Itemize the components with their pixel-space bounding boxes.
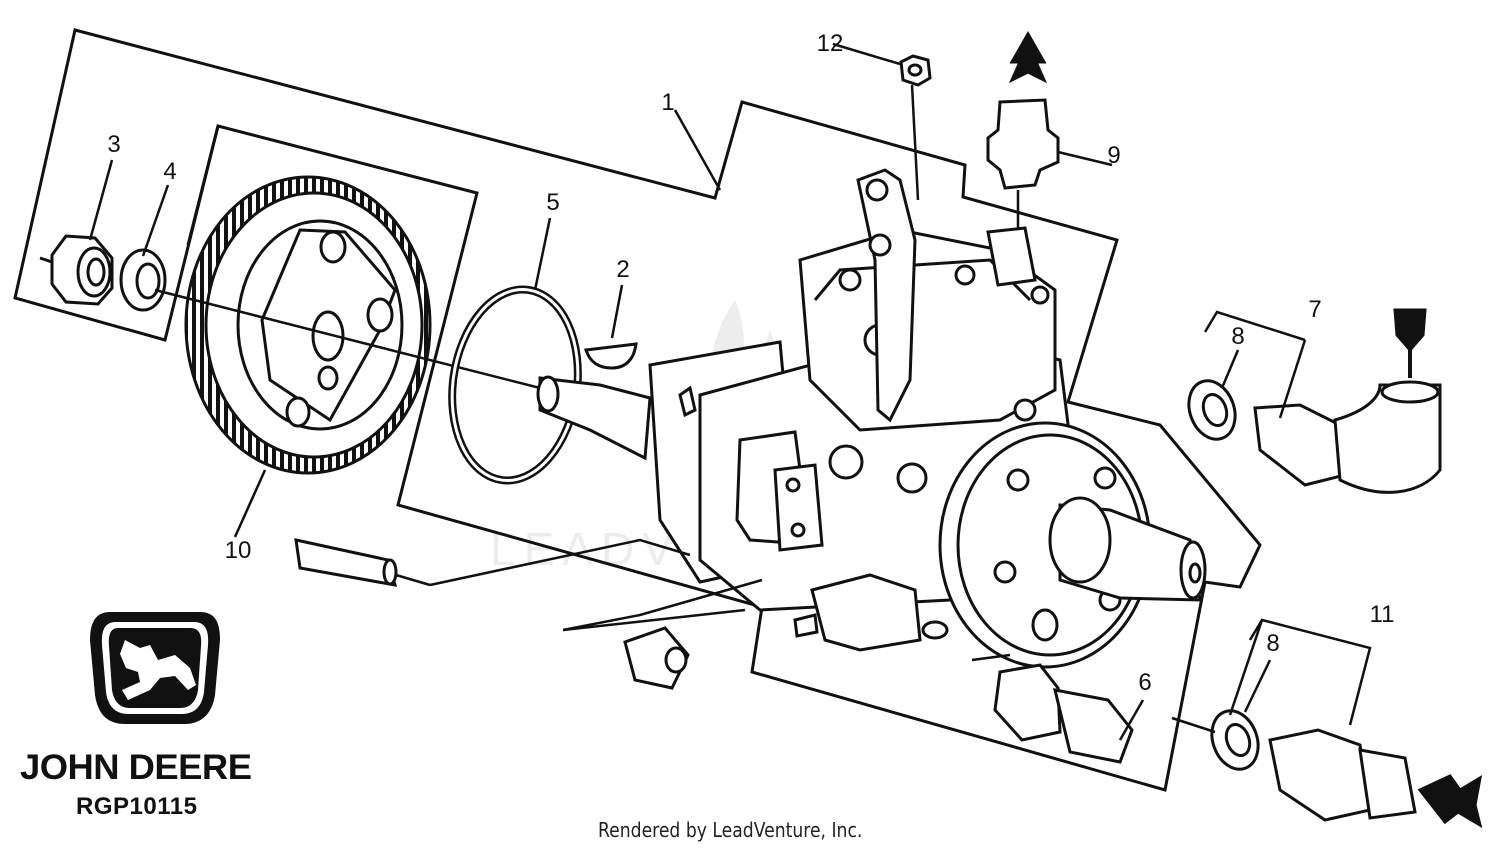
- nut-part-3: [39, 234, 114, 306]
- assembly-outline: [13, 28, 1262, 792]
- leader-lines: [88, 42, 1272, 741]
- fitting-part-6: [993, 663, 1134, 764]
- render-credit: Rendered by LeadVenture, Inc.: [598, 818, 863, 842]
- plug: [623, 626, 690, 690]
- dowel-pin: [294, 538, 431, 587]
- callout-7: 7: [1308, 296, 1322, 323]
- sealing-washer-part-8-lower: [1210, 709, 1260, 771]
- sealing-washer-part-8-upper: [1187, 379, 1237, 441]
- fitting-part-9: [986, 30, 1060, 230]
- lock-nut-part-12: [899, 54, 932, 201]
- washer-part-4: [119, 248, 167, 312]
- callout-11: 11: [1369, 601, 1395, 628]
- elbow-fitting-part-7: [1253, 308, 1442, 494]
- callout-12: 12: [816, 30, 844, 57]
- callout-5: 5: [546, 189, 560, 216]
- callout-8-lower: 8: [1266, 630, 1280, 657]
- callout-3: 3: [107, 131, 121, 158]
- woodruff-key-part-2: [583, 342, 638, 370]
- subgroup-brackets: [1203, 310, 1372, 726]
- brand-name: JOHN DEERE: [20, 748, 252, 787]
- diagram-code: RGP10115: [76, 793, 198, 820]
- callout-4: 4: [163, 158, 177, 185]
- gear-bracket: [186, 125, 220, 246]
- assembly-axis: [154, 288, 541, 390]
- injection-pump-body: [536, 168, 1207, 669]
- callout-1: 1: [661, 89, 675, 116]
- callout-8-upper: 8: [1231, 323, 1245, 350]
- callout-10: 10: [224, 537, 252, 564]
- callout-2: 2: [616, 256, 630, 283]
- callout-6: 6: [1138, 669, 1152, 696]
- john-deere-leaping-deer-logo: [90, 612, 220, 724]
- drive-gear-part-10: [184, 175, 432, 475]
- callout-9: 9: [1107, 142, 1121, 169]
- fitting-part-11: [1268, 728, 1483, 829]
